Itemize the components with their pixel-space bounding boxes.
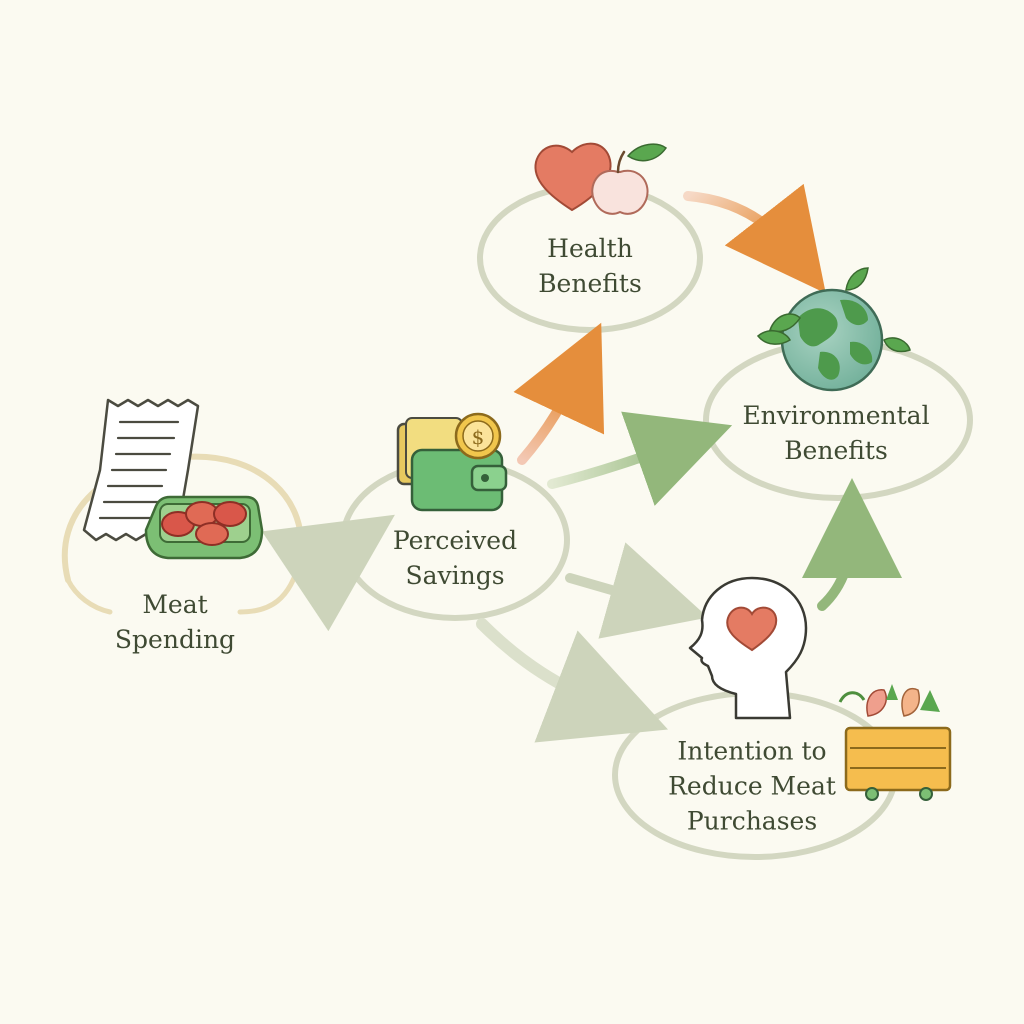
node-meat-spending: Meat Spending: [115, 587, 235, 657]
node-environmental-benefits: Environmental Benefits: [742, 398, 929, 468]
node-environmental-benefits-line2: Benefits: [784, 436, 888, 465]
edge-savings-to-intention-lower: [476, 618, 668, 743]
apple-icon: [591, 143, 668, 215]
node-health-benefits: Health Benefits: [538, 231, 642, 301]
edge-savings-to-health: [513, 322, 605, 465]
edge-health-to-environmental: [683, 183, 826, 294]
node-intention-reduce-line1: Intention to: [677, 736, 827, 766]
node-perceived-savings-line2: Savings: [405, 561, 505, 590]
node-meat-spending-line1: Meat: [142, 590, 208, 619]
node-intention-reduce: Intention to Reduce Meat Purchases: [668, 734, 836, 839]
node-perceived-savings: Perceived Savings: [393, 523, 517, 593]
node-intention-reduce-line3: Purchases: [686, 806, 818, 836]
node-intention-reduce-line2: Reduce Meat: [668, 771, 836, 801]
head-with-heart-icon: [688, 576, 808, 720]
node-health-benefits-line2: Benefits: [538, 269, 642, 298]
edge-savings-to-intention: [565, 542, 709, 639]
node-environmental-benefits-line1: Environmental: [742, 401, 930, 430]
node-perceived-savings-line1: Perceived: [392, 526, 518, 555]
globe-icon: [756, 267, 911, 392]
edge-intention-to-environmental: [801, 478, 902, 611]
svg-text:$: $: [472, 425, 485, 449]
dollar-coin-icon: $: [454, 412, 502, 460]
meat-tray-icon: [144, 495, 264, 560]
edge-meat-to-savings: [261, 514, 395, 632]
vegetable-basket-icon: [838, 684, 952, 801]
edge-savings-to-environmental: [547, 411, 733, 506]
node-health-benefits-line1: Health: [547, 234, 633, 263]
node-meat-spending-line2: Spending: [114, 625, 236, 654]
